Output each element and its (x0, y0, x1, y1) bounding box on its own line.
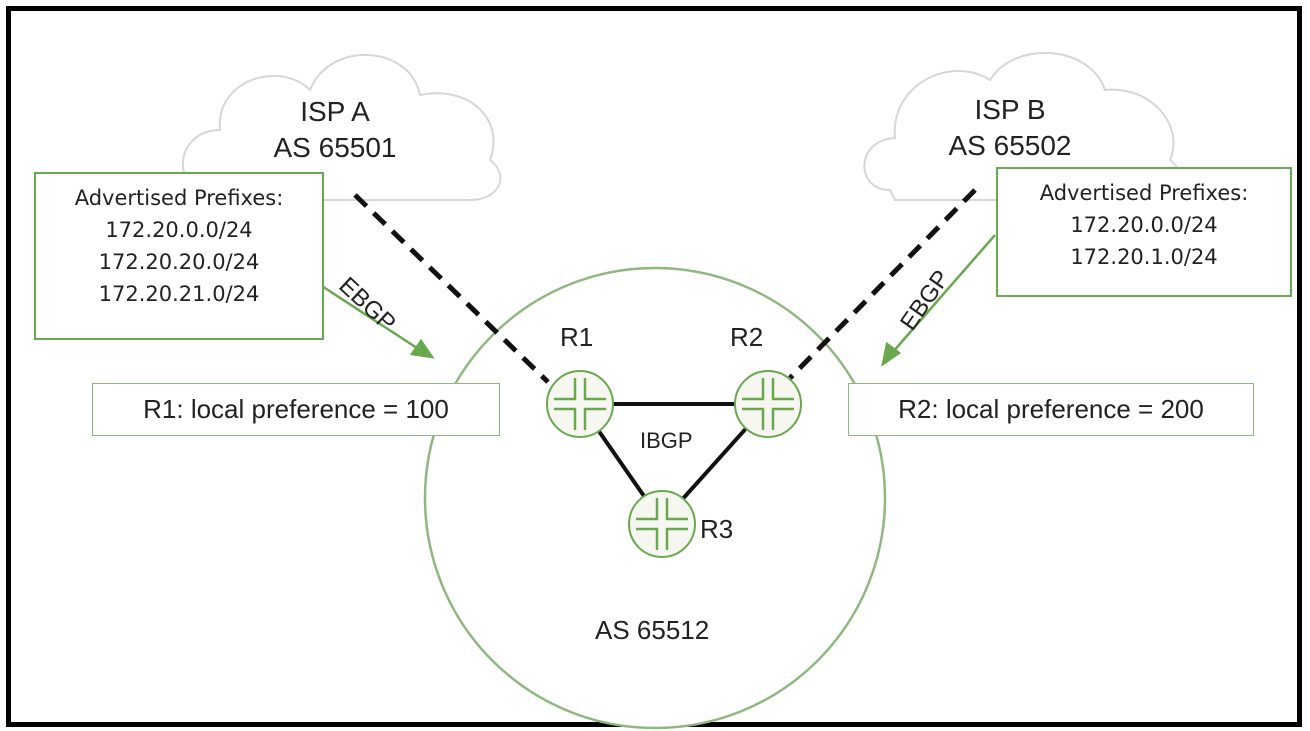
ebgp-arrow-right (881, 234, 996, 367)
ebgp-link-isp-b-r2 (788, 188, 977, 380)
isp-b-label: ISP B AS 65502 (925, 92, 1095, 164)
ebgp-arrow-left (304, 273, 435, 359)
isp-b-as: AS 65502 (948, 130, 1072, 161)
router-r2-icon (734, 370, 802, 438)
r1-local-preference: R1: local preference = 100 (92, 383, 500, 436)
router-r3-icon (628, 490, 696, 558)
isp-a-name: ISP A (300, 96, 370, 127)
router-r1-icon (546, 370, 614, 438)
prefix-b-item: 172.20.0.0/24 (1070, 213, 1218, 237)
prefixes-b-title: Advertised Prefixes: (1039, 181, 1249, 205)
r2-local-preference: R2: local preference = 200 (848, 383, 1254, 436)
cloud-isp-b (863, 51, 1182, 201)
advertised-prefixes-a: Advertised Prefixes: 172.20.0.0/24 172.2… (34, 172, 324, 340)
local-as-label: AS 65512 (595, 615, 710, 645)
ebgp-link-isp-a-r1 (353, 193, 550, 384)
isp-b-name: ISP B (974, 94, 1046, 125)
router-r2-label: R2 (730, 322, 764, 352)
prefix-b-item: 172.20.1.0/24 (1070, 245, 1218, 269)
cloud-isp-a (181, 54, 502, 201)
prefix-a-item: 172.20.0.0/24 (105, 218, 253, 242)
router-r1-label: R1 (560, 322, 594, 352)
ibgp-label: IBGP (640, 428, 693, 453)
prefixes-a-title: Advertised Prefixes: (74, 186, 284, 210)
advertised-prefixes-b: Advertised Prefixes: 172.20.0.0/24 172.2… (996, 167, 1292, 297)
isp-a-label: ISP A AS 65501 (250, 94, 420, 166)
prefix-a-item: 172.20.21.0/24 (98, 282, 260, 306)
prefix-a-item: 172.20.20.0/24 (98, 250, 260, 274)
router-r3-label: R3 (700, 514, 734, 544)
isp-a-as: AS 65501 (273, 132, 397, 163)
